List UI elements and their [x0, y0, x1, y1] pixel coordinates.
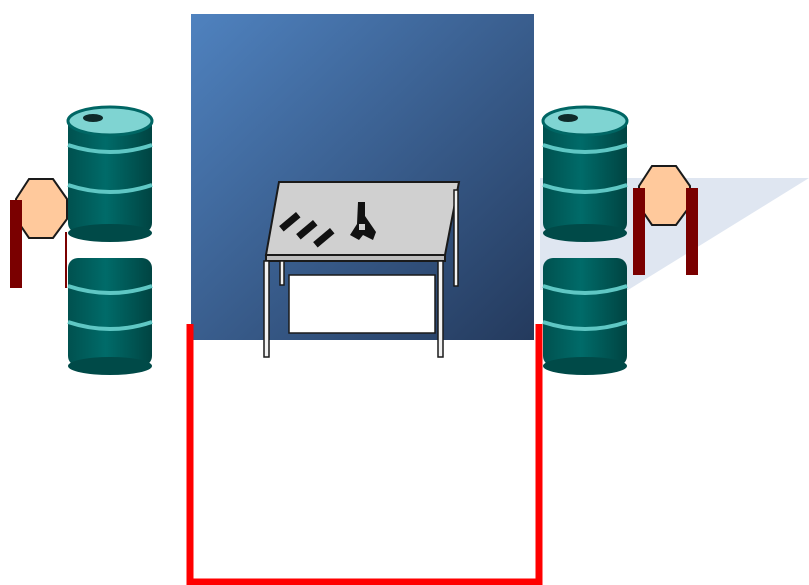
shooter-right [633, 165, 698, 275]
shooter-arm [10, 200, 22, 288]
table-front-edge [265, 254, 446, 262]
table-leg [263, 260, 270, 358]
magazine [279, 212, 301, 232]
magazine [313, 228, 335, 248]
table-leg [437, 260, 444, 358]
table-shelf [288, 274, 436, 334]
table-leg [279, 260, 285, 286]
shooter-left [10, 178, 68, 288]
shooter-arm [633, 188, 645, 275]
red-safety-line [186, 324, 543, 585]
shooter-head [638, 165, 691, 226]
table-leg [453, 189, 459, 287]
shooter-head [15, 178, 68, 239]
magazine [296, 220, 318, 240]
table [263, 181, 461, 358]
pistol-icon [350, 202, 376, 240]
shooter-arm [686, 188, 698, 275]
barrel-stack-left [66, 105, 154, 377]
